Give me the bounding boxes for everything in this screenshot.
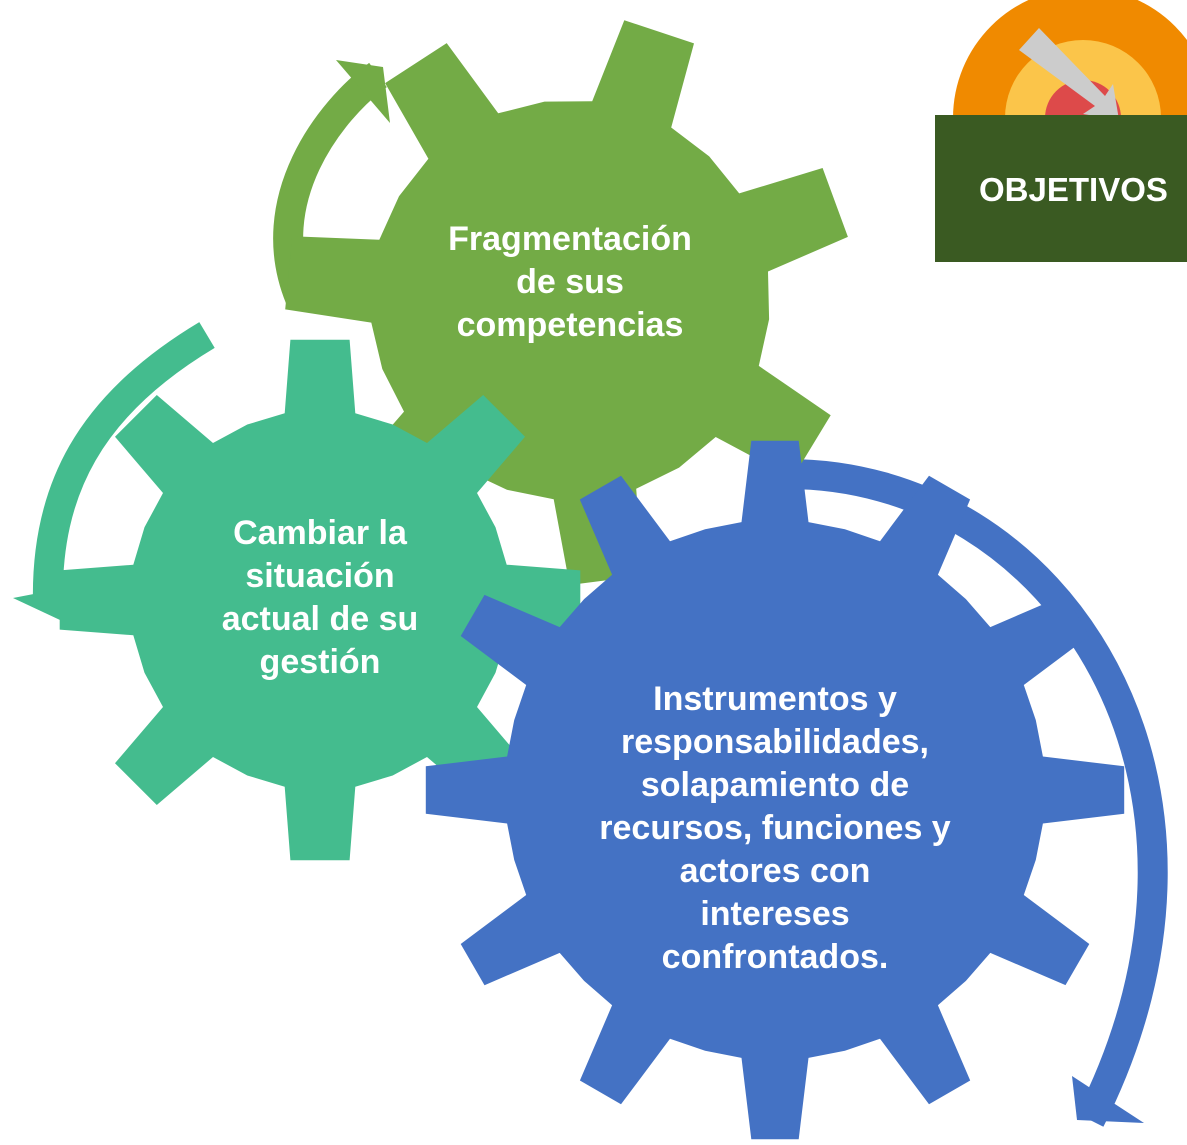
gear-teal-line: Cambiar la (233, 514, 407, 552)
gear-blue-line: Instrumentos y (653, 680, 897, 718)
gear-blue-line: recursos, funciones y (599, 809, 951, 847)
gear-teal-line: situación (245, 557, 395, 595)
curved-arrow-icon-head (336, 60, 390, 123)
gear-blue-line: solapamiento de (640, 766, 910, 804)
objetivos-box (935, 115, 1187, 262)
objetivos-badge: OBJETIVOS (935, 0, 1187, 262)
gear-teal-line: gestión (259, 643, 381, 681)
gear-blue-label: Instrumentos y responsabilidades, solapa… (565, 678, 985, 979)
gear-blue-line: actores con (679, 852, 871, 890)
curved-arrow-icon (781, 458, 1168, 1127)
curved-arrow-icon-head (1072, 1076, 1144, 1123)
gear-blue-line: confrontados. (661, 938, 889, 976)
target-arrow-icon (953, 0, 1187, 130)
objetivos-title: OBJETIVOS (979, 171, 1168, 208)
gear-teal-line: actual de su (221, 600, 419, 638)
gear-blue (425, 440, 1125, 1140)
gear-green-line: competencias (456, 306, 684, 344)
gear-green-line: Fragmentación (448, 220, 692, 258)
gear-teal (59, 339, 581, 861)
gear-blue-line: responsabilidades, (621, 723, 929, 761)
gear-teal-label: Cambiar la situación actual de su gestió… (170, 512, 470, 684)
gear-green-label: Fragmentación de sus competencias (420, 218, 720, 347)
curved-arrow-icon (32, 322, 215, 606)
gear-blue-line: intereses (700, 895, 850, 933)
gear-green-line: de sus (516, 263, 624, 301)
